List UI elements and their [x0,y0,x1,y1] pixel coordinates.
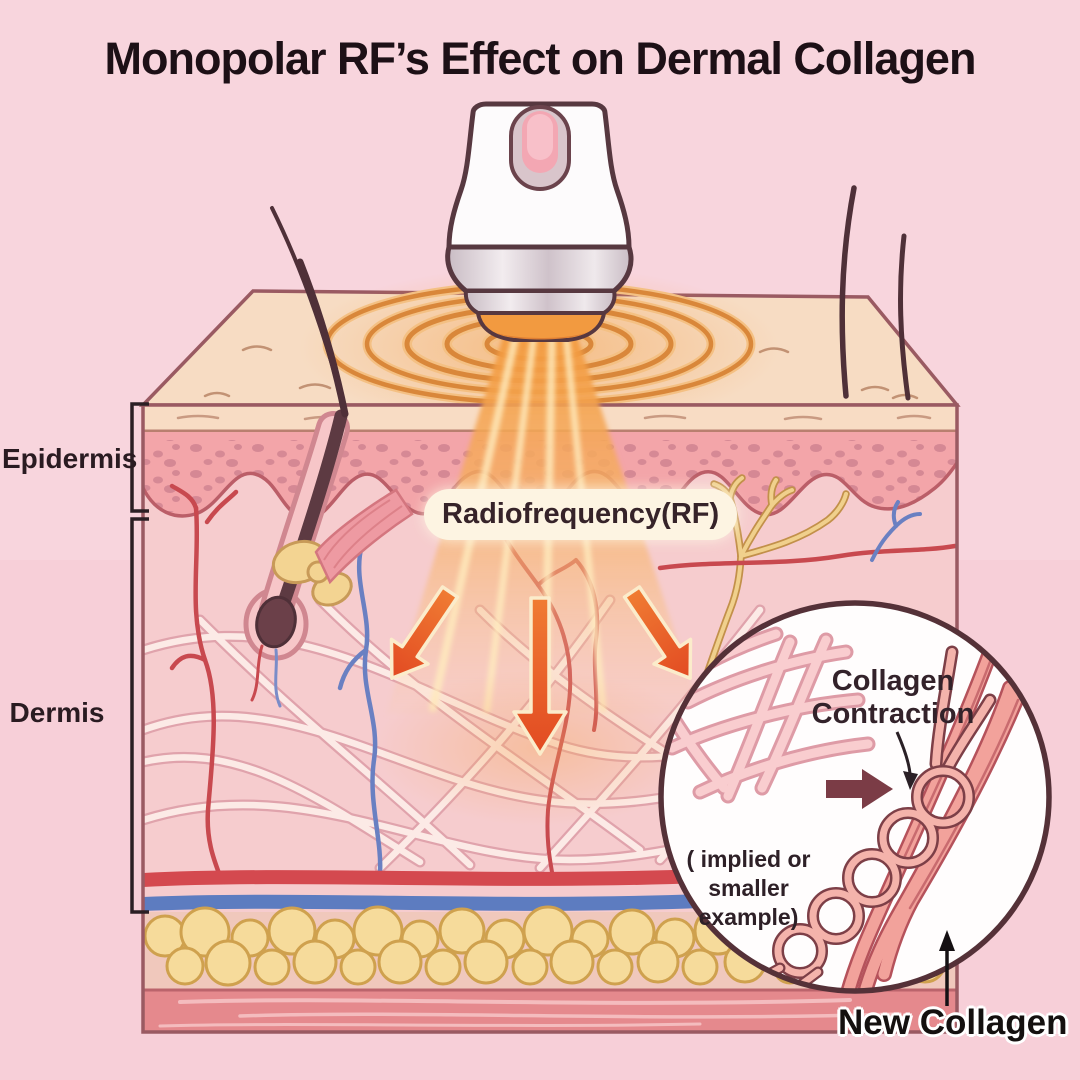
blood-vessel-red-left [169,483,239,879]
heat-arrows [389,585,693,756]
collagen-contraction-line1: Collagen [831,665,955,697]
down-left-arrow-icon [389,585,460,680]
down-center-arrow-icon [512,596,568,756]
sebaceous-gland [271,539,353,607]
inset-note-line3: example) [698,904,799,930]
new-collagen-label: New Collagen [838,1003,1068,1042]
blood-vessel-red-right [657,543,957,571]
arrector-pili-muscle [314,488,414,585]
hairs [270,185,911,418]
dermis-bracket [130,517,149,914]
rf-handpiece [445,101,634,342]
new-collagen-fibers [838,612,1040,991]
hair-follicle [243,409,414,708]
epidermis-bracket [130,402,149,513]
handpiece-button [509,105,571,191]
down-right-arrow-icon [622,585,693,680]
collagen-contraction-line2: Contraction [811,698,975,730]
layer-brackets [130,402,149,914]
rf-tip [476,311,606,342]
new-collagen-pointer-arrow [939,930,955,1006]
page-title: Monopolar RF’s Effect on Dermal Collagen [104,33,977,84]
vein-blue-branch-right [870,500,922,562]
radiofrequency-label: Radiofrequency(RF) [424,489,738,540]
inset-note-line2: smaller [708,875,789,901]
inset-transition-arrow-icon [826,769,893,809]
collagen-contraction-label: Collagen Contraction [793,665,993,731]
epidermis-label: Epidermis [2,443,138,474]
inset-note-line1: ( implied or [686,846,811,872]
inset-note-label: ( implied or smaller example) [661,845,836,932]
contraction-pointer-arrow [895,731,918,790]
muscle-layer [143,988,957,1032]
dermis-label: Dermis [9,697,105,728]
vein-blue-vessel [337,542,383,875]
